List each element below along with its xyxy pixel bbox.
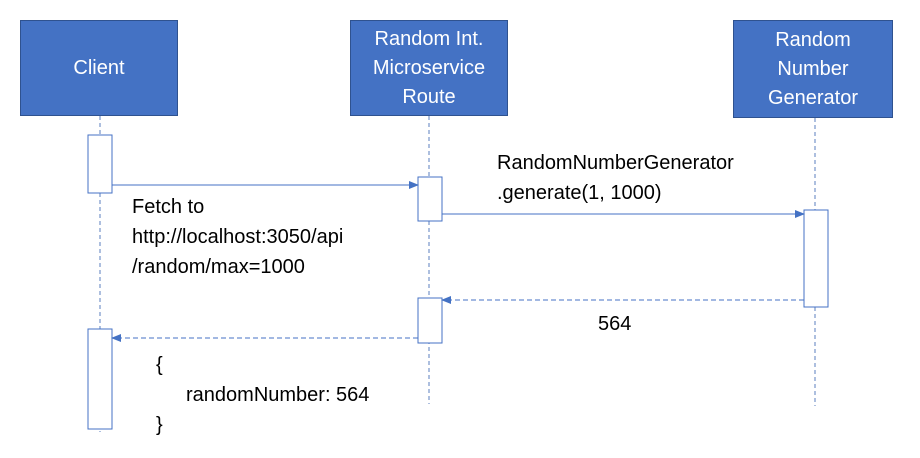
- route-activation-1: [417, 176, 443, 222]
- generate-label: RandomNumberGenerator .generate(1, 1000): [497, 148, 734, 208]
- generator-label-line-1: Random: [775, 28, 851, 51]
- route-participant: Random Int. Microservice Route: [350, 20, 508, 116]
- client-participant: Client: [20, 20, 178, 116]
- generate-label-line-2: .generate(1, 1000): [497, 182, 662, 204]
- fetch-label-line-2: http://localhost:3050/api: [132, 226, 344, 248]
- fetch-label-line-1: Fetch to: [132, 196, 205, 218]
- route-label-line-3: Route: [402, 85, 456, 108]
- generator-label-line-3: Generator: [767, 86, 859, 109]
- client-label: Client: [73, 56, 125, 79]
- client-activation-2: [87, 328, 113, 430]
- route-label-line-1: Random Int.: [374, 27, 484, 50]
- generator-participant: Random Number Generator: [733, 20, 893, 118]
- generate-label-line-1: RandomNumberGenerator: [497, 152, 734, 174]
- generator-activation: [803, 209, 829, 308]
- route-label-line-2: Microservice: [372, 56, 486, 79]
- client-activation-1: [87, 134, 113, 194]
- response-field: randomNumber: 564: [186, 384, 370, 406]
- return-value-label: 564: [598, 313, 632, 335]
- response-body-label: { randomNumber: 564 }: [156, 350, 369, 440]
- response-close-brace: }: [156, 414, 163, 436]
- fetch-label-line-3: /random/max=1000: [132, 256, 305, 278]
- fetch-label: Fetch to http://localhost:3050/api /rand…: [132, 192, 343, 282]
- generator-label-line-2: Number: [777, 57, 849, 80]
- response-open-brace: {: [156, 354, 163, 376]
- route-activation-2: [417, 297, 443, 344]
